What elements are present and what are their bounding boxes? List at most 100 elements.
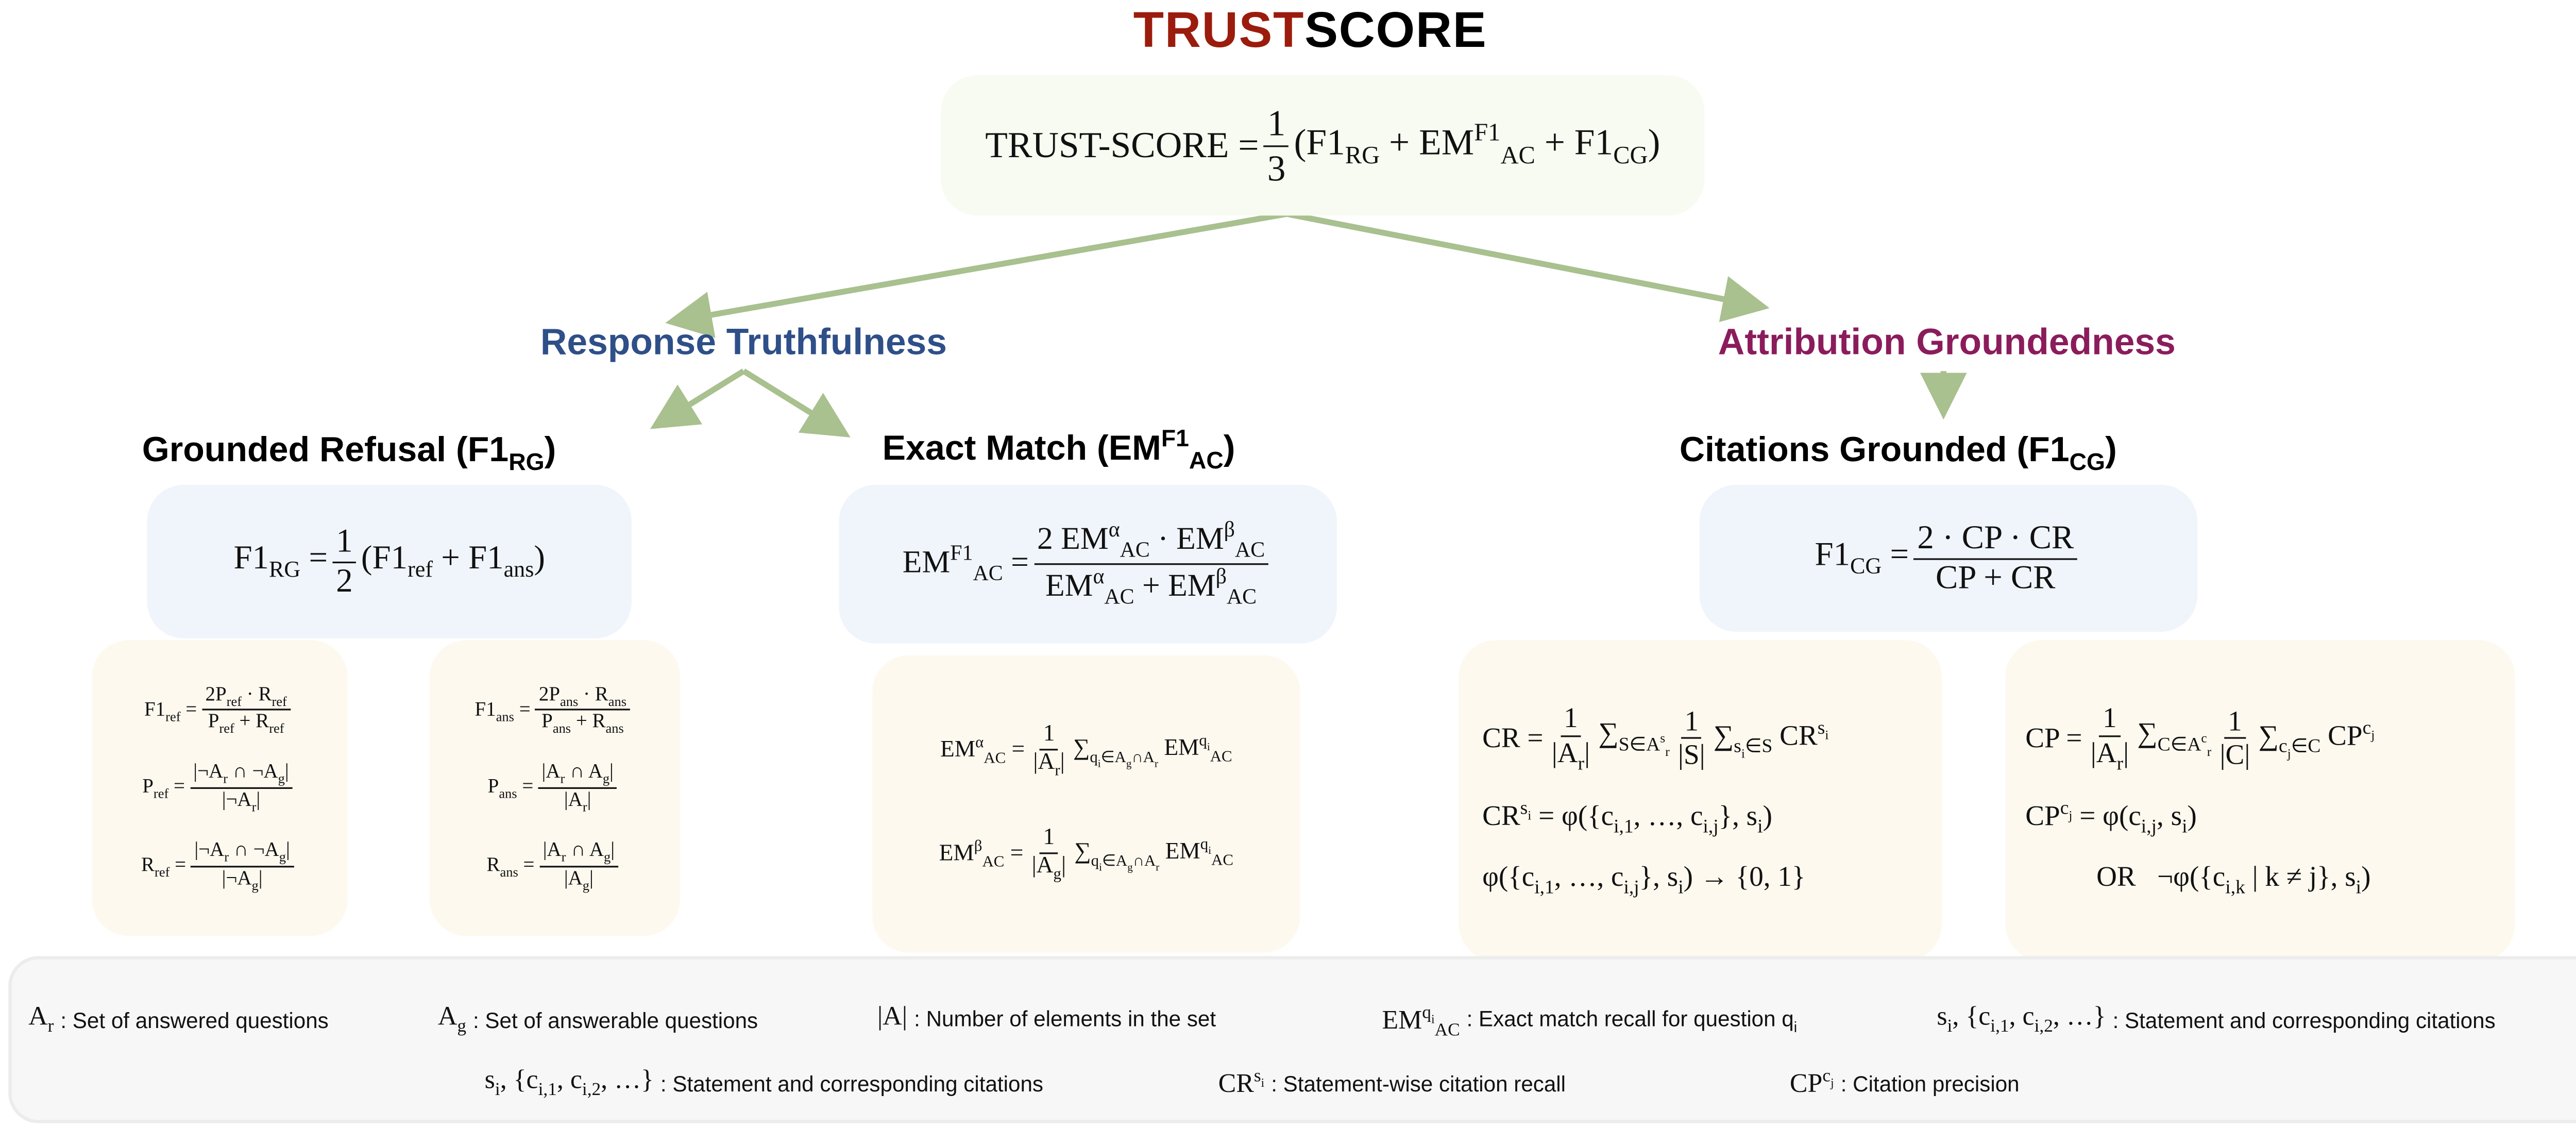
formula-term: ∑C∈Acr (2137, 717, 2212, 759)
denominator: |S| (1677, 739, 1705, 771)
formula-line: Pref = |¬Ar ∩ ¬Ag||¬Ar| (142, 760, 297, 816)
denominator: |C| (2219, 739, 2250, 771)
numerator: 1 (1560, 702, 1582, 737)
title-trust: TRUST (1133, 3, 1305, 59)
formula-term: Rans = (486, 852, 535, 880)
fraction: 1|C| (2216, 705, 2253, 772)
formula-term: CR = (1482, 721, 1544, 754)
formula-line: OR ¬φ({ci,k | k ≠ j}, si) (2025, 862, 2370, 899)
exact-match-heading: Exact Match (EMF1AC) (882, 426, 1235, 475)
legend-item: si, {ci,1, ci,2, …}: Statement and corre… (1937, 1003, 2496, 1037)
fraction: |¬Ar ∩ ¬Ag||¬Ag| (191, 837, 294, 894)
arrow-to-refusal (650, 368, 745, 429)
formula-term: EMF1AC = (902, 541, 1029, 586)
numerator: 1 (1039, 826, 1058, 854)
legend-item: |A|: Number of elements in the set (877, 1003, 1216, 1032)
diagram-title: TRUSTSCORE (0, 3, 2576, 60)
legend-item: EMqiAC: Exact match recall for question … (1382, 1003, 1798, 1041)
title-score: SCORE (1304, 3, 1487, 59)
attribution-groundedness-label: Attribution Groundedness (1718, 321, 2176, 363)
numerator: |¬Ar ∩ ¬Ag| (191, 837, 294, 867)
denominator: |Ag| (564, 865, 594, 893)
fraction: 1|Ar| (1548, 702, 1593, 775)
denominator: CP + CR (1936, 559, 2056, 596)
formula-term: F1ans = (474, 696, 531, 724)
numerator: 2Pref · Rref (202, 682, 291, 712)
numerator: 2 EMαAC · EMβAC (1033, 517, 1268, 565)
formula-term: CP = (2025, 721, 2082, 754)
legend-item: si, {ci,1, ci,2, …}: Statement and corre… (484, 1066, 1044, 1100)
numerator: 1 (2099, 702, 2121, 737)
legend-item: CPcj: Citation precision (1789, 1066, 2020, 1099)
legend-item: Ag: Set of answerable questions (437, 1003, 758, 1037)
numerator: 1 (1264, 103, 1289, 146)
denominator: 2 (336, 562, 353, 599)
numerator: |Ar ∩ Ag| (539, 837, 618, 867)
fraction: 1|S| (1674, 705, 1708, 772)
formula-term: ∑S∈Asr (1598, 717, 1670, 759)
numerator: 1 (2224, 705, 2246, 739)
denominator: EMαAC + EMβAC (1045, 563, 1257, 609)
arrow-to-exact (742, 368, 851, 437)
numerator: 2Pans · Rans (535, 682, 630, 712)
formula-line: CPcj = φ(ci,j, si) (2025, 798, 2197, 838)
numerator: 1 (332, 523, 357, 563)
legend-item: CRsi: Statement-wise citation recall (1218, 1066, 1566, 1099)
formula-term: Rref = (141, 852, 187, 880)
formula-line: Rref = |¬Ar ∩ ¬Ag||¬Ag| (141, 837, 298, 894)
denominator: Pans + Rans (541, 709, 624, 737)
denominator: Pref + Rref (208, 709, 284, 737)
numerator: |¬Ar ∩ ¬Ag| (190, 760, 293, 789)
formula-term: F1ref = (144, 696, 197, 724)
denominator: |Ar| (564, 787, 591, 815)
denominator: |Ar| (1033, 751, 1065, 781)
formula-line: Pans = |Ar ∩ Ag||Ar| (488, 760, 622, 816)
denominator: |¬Ag| (222, 865, 263, 893)
fraction: 1|Ar| (1030, 722, 1068, 782)
fraction: 1|Ar| (2087, 702, 2132, 775)
formula-term: CPcj = φ(ci,j, si) (2025, 798, 2197, 838)
denominator: |Ag| (1031, 854, 1066, 884)
formula-line: CRsi = φ({ci,1, …, ci,j}, si) (1482, 798, 1772, 838)
numerator: 1 (1681, 705, 1702, 739)
denominator: |Ar| (2090, 736, 2129, 775)
formula-term: ∑qi∈Ag∩Ar EMqiAC (1073, 734, 1232, 770)
formula-term: (F1ref + F1ans) (361, 540, 546, 582)
legend-item: Ar: Set of answered questions (28, 1003, 329, 1037)
numerator: 2 · CP · CR (1913, 519, 2077, 559)
citations-grounded-heading: Citations Grounded (F1CG) (1679, 431, 2117, 477)
formula-term: F1CG = (1815, 536, 1909, 579)
formula-term: Pref = (142, 774, 185, 802)
formula-term: OR ¬φ({ci,k | k ≠ j}, si) (2025, 861, 2371, 899)
formula-line: EMβAC =1|Ag|∑qi∈Ag∩Ar EMqiAC (939, 826, 1233, 885)
formula-term: φ({ci,1, …, ci,j}, si) → {0, 1} (1482, 861, 1806, 899)
formula-term: (F1RG + EMF1AC + F1CG) (1294, 120, 1660, 170)
fraction: |Ar ∩ Ag||Ag| (539, 837, 618, 894)
numerator: |Ar ∩ Ag| (538, 760, 617, 789)
formula-term: ∑cj∈C CPcj (2258, 716, 2375, 761)
response-truthfulness-label: Response Truthfulness (540, 321, 947, 363)
grounded-refusal-heading: Grounded Refusal (F1RG) (142, 431, 556, 477)
formula-term: ∑si∈S CRsi (1713, 716, 1829, 761)
arrow-to-response (665, 211, 1287, 338)
